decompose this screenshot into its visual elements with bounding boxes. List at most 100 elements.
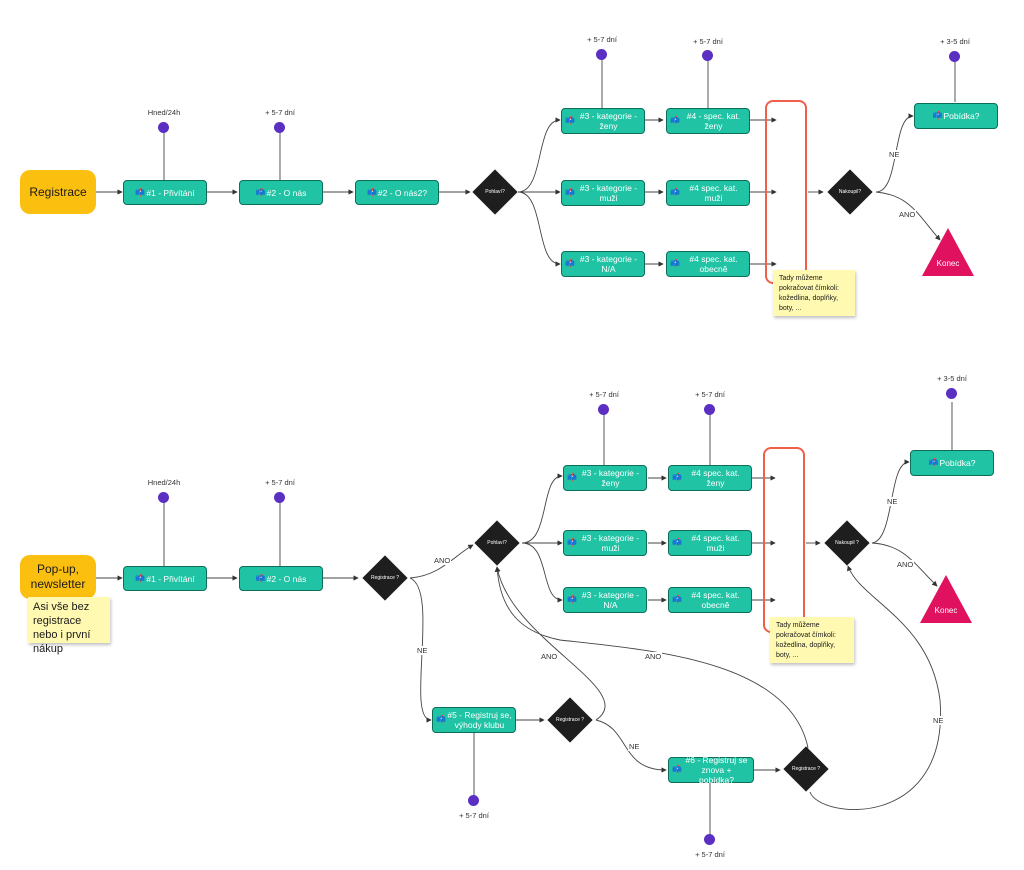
envelope-icon: 📫 (672, 595, 682, 604)
envelope-icon: 📫 (670, 188, 680, 197)
email-offer-b[interactable]: 📫Pobídka? (910, 450, 994, 476)
email-4-spec-women-b[interactable]: 📫#4 spec. kat. ženy (668, 465, 752, 491)
edge-bought-end (875, 191, 941, 241)
email-2-about2[interactable]: 📫#2 - O nás2? (355, 180, 439, 205)
email-3-cat-men-b[interactable]: 📫#3 - kategorie - muži (563, 530, 647, 556)
edge-label-ne: NE (932, 716, 945, 725)
edge-label-ne: NE (416, 646, 429, 655)
start-registrace[interactable]: Registrace (20, 170, 96, 214)
timer-dot[interactable] (598, 404, 609, 415)
continuation-frame[interactable] (765, 100, 807, 284)
start-popup-newsletter[interactable]: Pop-up, newsletter (20, 555, 96, 599)
end-triangle[interactable] (922, 228, 974, 276)
timer-label: Hned/24h (147, 478, 181, 487)
timer-label: + 3-5 dní (937, 374, 967, 383)
edge-label-ne: NE (888, 150, 901, 159)
email-4-spec-general-b[interactable]: 📫#4 spec. kat. obecně (668, 587, 752, 613)
edge-label-ano: ANO (898, 210, 917, 219)
timer-label: + 5-7 dní (459, 811, 489, 820)
edge-label-ne: NE (886, 497, 899, 506)
timer-dot[interactable] (596, 49, 607, 60)
timer-label: + 5-7 dní (695, 850, 725, 859)
decision-bought[interactable]: Nakoupil? (827, 169, 873, 215)
decision-gender[interactable]: Pohlaví? (472, 169, 518, 215)
edge-gender-catf (517, 117, 561, 193)
email-3-cat-na-b[interactable]: 📫#3 - kategorie - N/A (563, 587, 647, 613)
envelope-icon: 📫 (932, 111, 943, 120)
email-3-cat-men[interactable]: 📫#3 - kategorie - muži (561, 180, 645, 206)
end-triangle-b[interactable] (920, 575, 972, 623)
envelope-icon: 📫 (366, 187, 377, 197)
timer-label: + 5-7 dní (265, 478, 295, 487)
timer-dot[interactable] (702, 50, 713, 61)
timer-dot[interactable] (274, 492, 285, 503)
continuation-note-b[interactable]: Tady můžeme pokračovat čímkoli: kožedlin… (770, 617, 854, 663)
envelope-icon: 📫 (255, 187, 266, 197)
email-offer[interactable]: 📫Pobídka? (914, 103, 998, 129)
timer-label: + 5-7 dní (693, 37, 723, 46)
edge-bought-end-b (871, 542, 938, 587)
edge-gender-catf-b (521, 473, 563, 544)
timer-label: + 5-7 dní (589, 390, 619, 399)
edge-reg2-gender (495, 566, 606, 721)
email-1-welcome[interactable]: 📫#1 - Přivítání (123, 180, 207, 205)
envelope-icon: 📫 (135, 187, 146, 197)
email-2-about[interactable]: 📫#2 - O nás (239, 180, 323, 205)
decision-bought-b[interactable]: Nakoupil ? (824, 520, 870, 566)
email-2-about-b[interactable]: 📫#2 - O nás (239, 566, 323, 591)
decision-registration-3[interactable]: Registrace ? (783, 746, 829, 792)
email-3-cat-na[interactable]: 📫#3 - kategorie - N/A (561, 251, 645, 277)
email-4-spec-general[interactable]: 📫#4 spec. kat. obecně (666, 251, 750, 277)
envelope-icon: 📫 (565, 188, 575, 197)
decision-registration-2[interactable]: Registrace ? (547, 697, 593, 743)
timer-dot[interactable] (274, 122, 285, 133)
email-4-spec-women[interactable]: 📫#4 - spec. kat. ženy (666, 108, 750, 134)
email-4-spec-men-b[interactable]: 📫#4 spec. kat. muži (668, 530, 752, 556)
decision-gender-b[interactable]: Pohlaví? (474, 520, 520, 566)
envelope-icon: 📫 (567, 473, 577, 482)
timer-dot[interactable] (946, 388, 957, 399)
edge-label-ano: ANO (644, 652, 663, 661)
timer-dot[interactable] (704, 404, 715, 415)
envelope-icon: 📫 (565, 259, 575, 268)
timer-dot[interactable] (158, 492, 169, 503)
edge-label-ano: ANO (433, 556, 452, 565)
timer-label: + 5-7 dní (265, 108, 295, 117)
envelope-icon: 📫 (672, 473, 682, 482)
email-1-welcome-b[interactable]: 📫#1 - Přivítání (123, 566, 207, 591)
envelope-icon: 📫 (672, 765, 682, 774)
timer-label: + 5-7 dní (587, 35, 617, 44)
envelope-icon: 📫 (567, 538, 577, 547)
continuation-note[interactable]: Tady můžeme pokračovat čímkoli: kožedlin… (773, 270, 855, 316)
timer-dot[interactable] (158, 122, 169, 133)
edge-reg3-gender (494, 566, 809, 749)
edge-reg2-again (595, 719, 667, 773)
email-5-register-club[interactable]: 📫#5 - Registruj se, výhody klubu (432, 707, 516, 733)
envelope-icon: 📫 (565, 116, 575, 125)
envelope-icon: 📫 (567, 595, 577, 604)
end-label-b: Konec (934, 606, 958, 615)
timer-label: + 5-7 dní (695, 390, 725, 399)
envelope-icon: 📫 (255, 573, 266, 583)
timer-dot[interactable] (468, 795, 479, 806)
continuation-frame-b[interactable] (763, 447, 805, 633)
envelope-icon: 📫 (928, 458, 939, 467)
email-6-register-again[interactable]: 📫#6 - Registruj se znova + pobídka? (668, 755, 754, 785)
email-3-cat-women[interactable]: 📫#3 - kategorie - ženy (561, 108, 645, 134)
start-note[interactable]: Asi vše bez registrace nebo i první náku… (28, 597, 110, 655)
envelope-icon: 📫 (670, 259, 680, 268)
end-label: Konec (936, 259, 960, 268)
email-3-cat-women-b[interactable]: 📫#3 - kategorie - ženy (563, 465, 647, 491)
timer-dot[interactable] (704, 834, 715, 845)
envelope-icon: 📫 (436, 715, 446, 724)
envelope-icon: 📫 (670, 116, 680, 125)
email-4-spec-men[interactable]: 📫#4 spec. kat. muži (666, 180, 750, 206)
envelope-icon: 📫 (672, 538, 682, 547)
edge-label-ano: ANO (896, 560, 915, 569)
edge-gender-catna-b (521, 542, 563, 603)
timer-dot[interactable] (949, 51, 960, 62)
edge-label-ano: ANO (540, 652, 559, 661)
envelope-icon: 📫 (135, 573, 146, 583)
decision-registration-1[interactable]: Registrace ? (362, 555, 408, 601)
